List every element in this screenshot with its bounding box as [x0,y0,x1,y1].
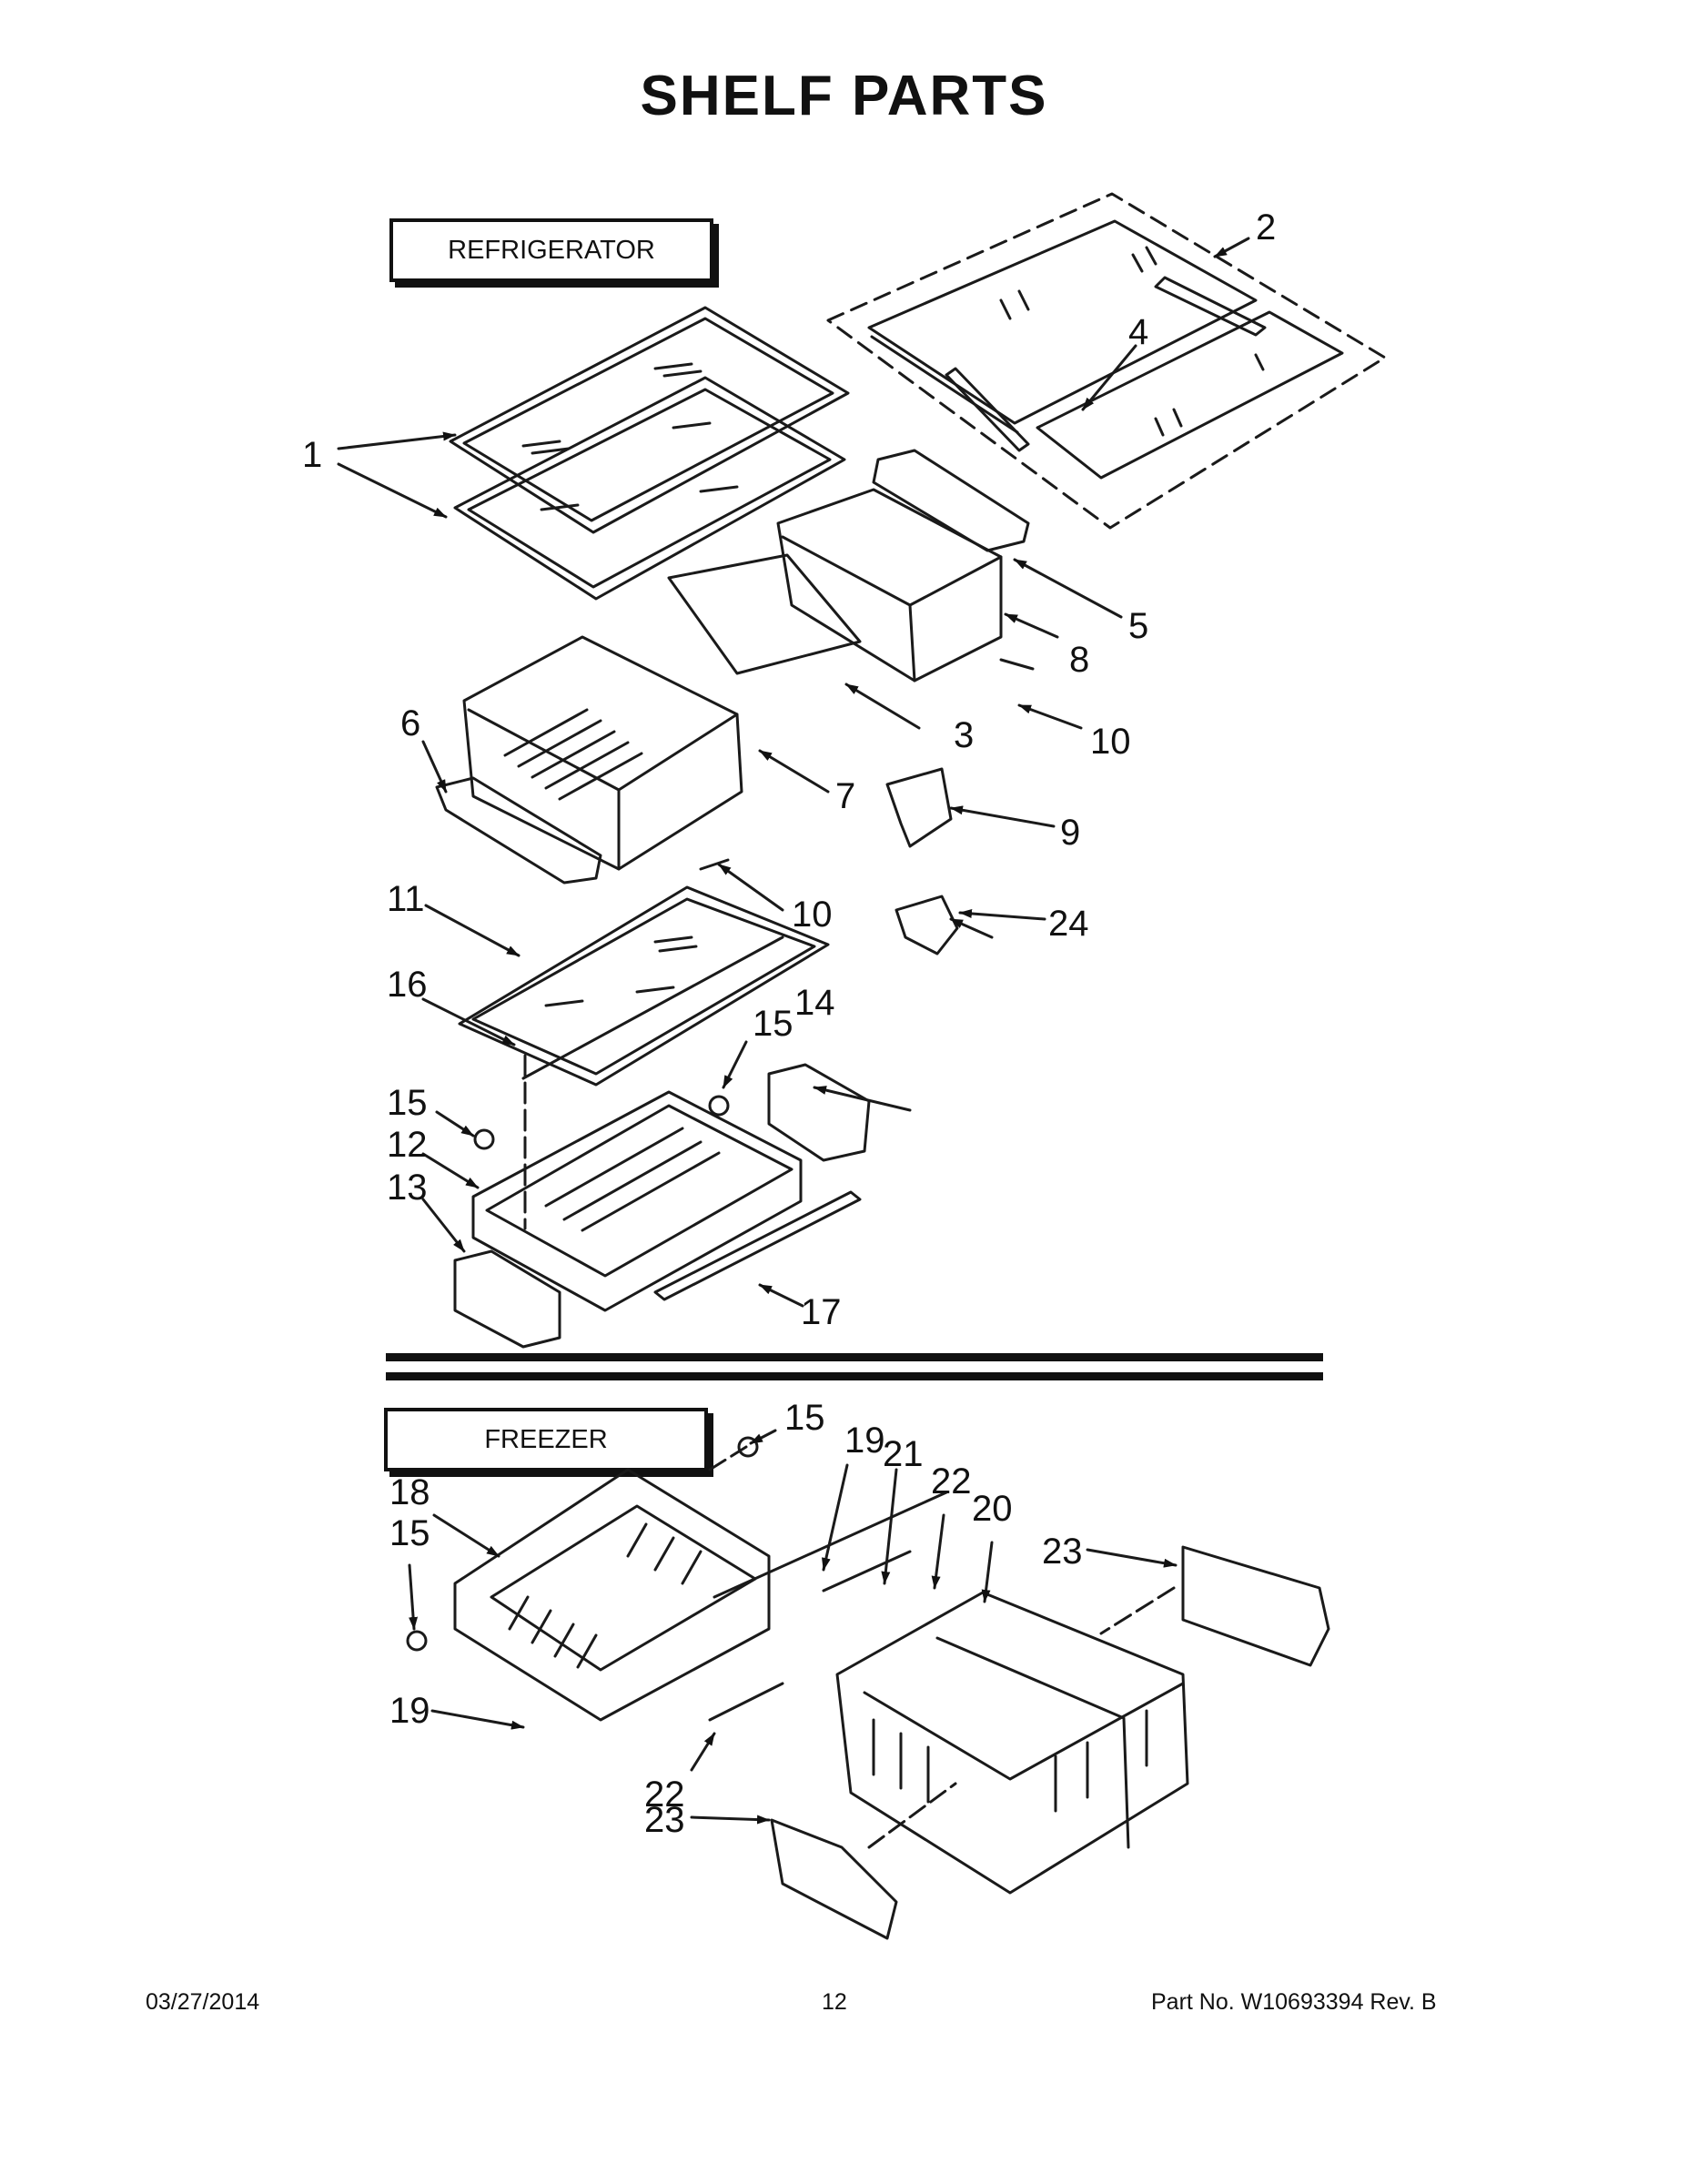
footer-part-number: Part No. W10693394 Rev. B [1151,1989,1437,2015]
callout-13: 13 [387,1168,428,1208]
callout-5: 5 [1128,606,1149,646]
callout-8: 8 [1069,640,1090,680]
callout-19-bottom: 19 [389,1691,430,1731]
callout-11: 11 [387,879,425,919]
callout-10-upper: 10 [1090,722,1131,762]
callout-6: 6 [400,703,421,743]
freezer-baskets [406,1436,1330,1940]
callout-10-lower: 10 [792,895,833,935]
refrigerator-label: REFRIGERATOR [389,218,713,282]
page-title: SHELF PARTS [640,65,1048,127]
callout-3: 3 [954,715,975,755]
callout-14: 14 [794,983,835,1023]
callout-9: 9 [1060,813,1081,853]
callout-15-freezer-top: 15 [784,1398,825,1438]
callout-19-top: 19 [844,1421,885,1461]
callout-17: 17 [801,1292,842,1332]
footer-page-number: 12 [822,1989,847,2015]
section-divider-top [386,1353,1323,1361]
callout-15-left: 15 [387,1083,428,1123]
section-divider-bottom [386,1372,1323,1380]
callout-2: 2 [1256,207,1277,248]
callout-15-drawer: 15 [753,1004,793,1044]
crisper-bins [435,449,1035,956]
callout-20: 20 [972,1489,1013,1529]
callout-7: 7 [835,776,856,816]
upper-shelf-assembly [826,192,1387,530]
freezer-label: FREEZER [384,1408,708,1471]
footer-date: 03/27/2014 [146,1989,260,2015]
callout-21: 21 [883,1434,924,1474]
callout-23-left: 23 [644,1800,685,1840]
callout-16: 16 [387,965,428,1005]
callout-4: 4 [1128,312,1149,352]
callout-22-bottom: 22 [644,1774,685,1815]
callout-leaders [337,237,1250,1825]
callout-22-top: 22 [931,1461,972,1502]
callout-15-freezer-left: 15 [389,1513,430,1553]
callout-23-right: 23 [1042,1532,1083,1572]
callout-12: 12 [387,1125,428,1165]
callout-1: 1 [302,435,323,475]
callout-18: 18 [389,1472,430,1512]
deli-drawer-assembly [453,885,871,1349]
glass-shelves [449,306,850,601]
callout-24: 24 [1048,904,1089,944]
